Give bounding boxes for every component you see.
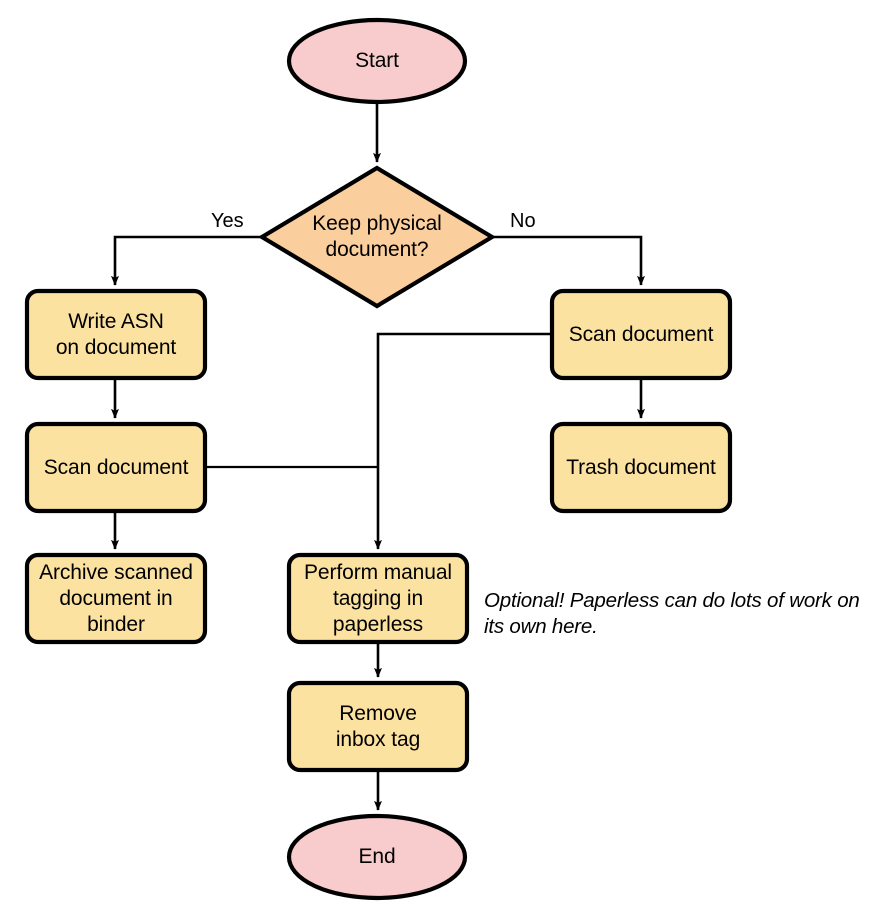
node-scan-document-right[interactable] xyxy=(549,288,733,381)
node-keep-physical-document[interactable] xyxy=(257,165,497,309)
node-scan-document-left[interactable] xyxy=(24,421,208,514)
node-trash-document[interactable] xyxy=(549,421,733,514)
node-end[interactable] xyxy=(286,813,468,901)
node-remove-inbox-tag[interactable] xyxy=(286,680,470,773)
edge-decision-no xyxy=(493,235,645,286)
node-layer xyxy=(24,17,733,901)
edge-label-no: No xyxy=(510,210,536,232)
edge-decision-yes xyxy=(111,235,262,286)
node-archive-binder[interactable] xyxy=(24,552,208,645)
edge-label-yes: Yes xyxy=(211,210,244,232)
edge-scan-right-to-tagging xyxy=(374,332,552,550)
node-manual-tagging[interactable] xyxy=(286,552,470,645)
optional-note-annotation: Optional! Paperless can do lots of work … xyxy=(484,589,860,638)
node-write-asn[interactable] xyxy=(24,288,208,381)
edge-layer xyxy=(111,102,645,811)
node-start[interactable] xyxy=(286,17,468,105)
